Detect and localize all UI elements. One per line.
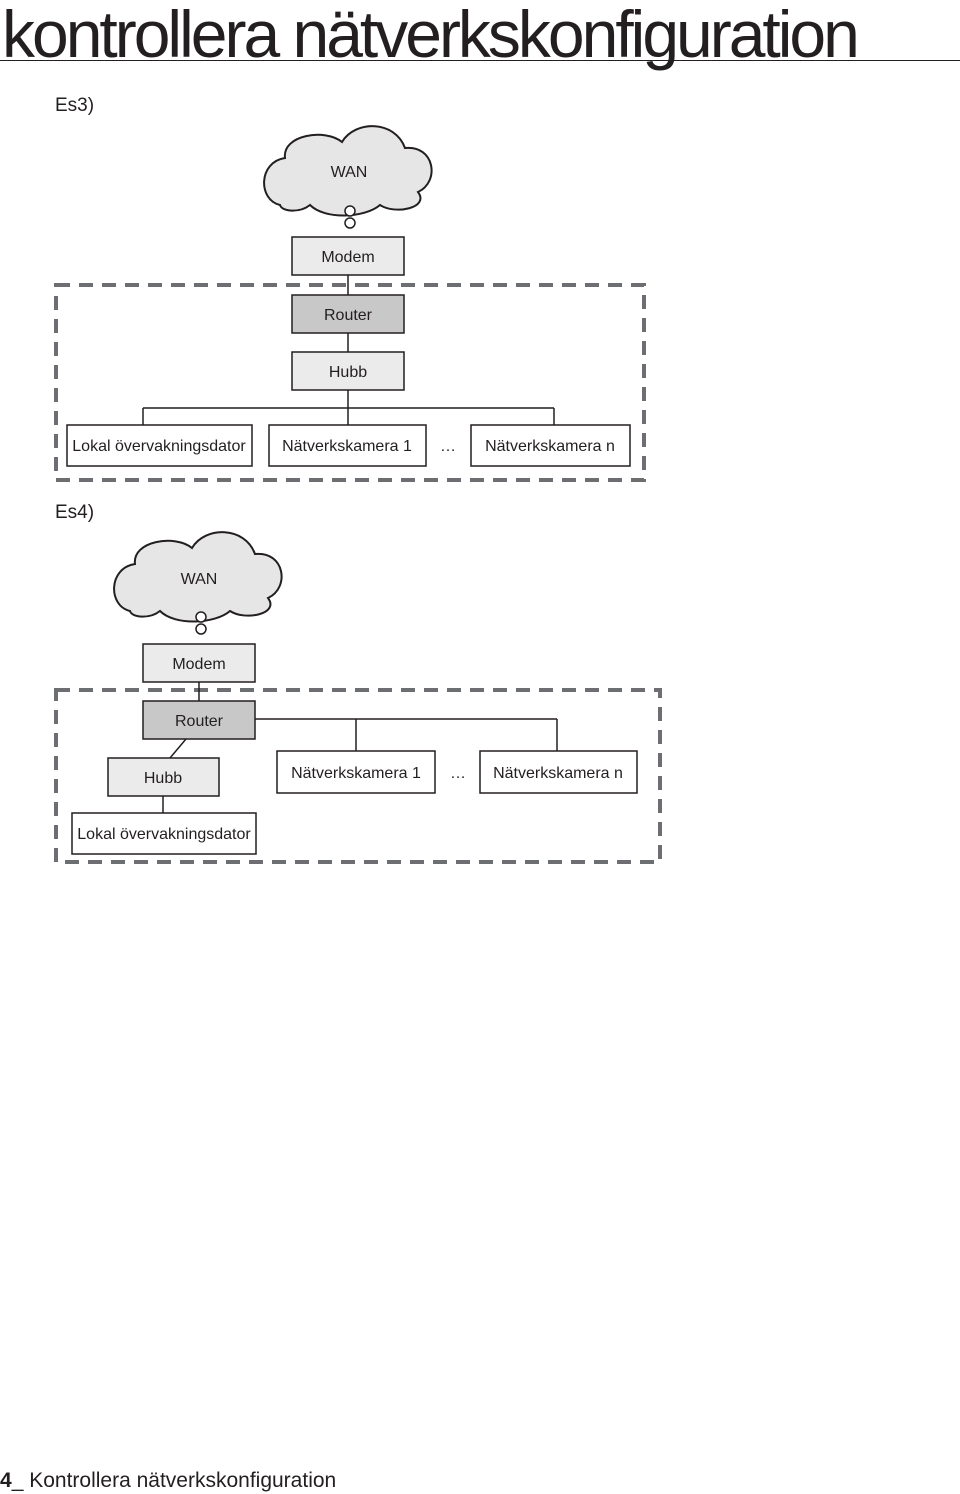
router-label: Router (175, 713, 224, 730)
modem-box (142, 643, 256, 683)
camera-1-label: Nätverkskamera 1 (282, 438, 412, 455)
router-box (142, 700, 256, 740)
diagram-es4: WAN Modem Router Hubb Nätverkskamera 1 …… (54, 531, 662, 864)
camera-1-box (268, 424, 427, 467)
wan-link-circle-upper (344, 205, 356, 217)
router-hub-link (169, 738, 187, 759)
example-label-es4: Es4) (55, 502, 95, 523)
wan-link-circle-upper (195, 611, 207, 623)
camera-1-label: Nätverkskamera 1 (291, 765, 421, 782)
modem-label: Modem (172, 656, 225, 673)
diagram-es3: WAN Modem Router Hubb Lokal övervaknings… (54, 125, 646, 482)
wan-cloud-icon (113, 531, 283, 623)
footer-section-title: Kontrollera nätverkskonfiguration (23, 1469, 337, 1492)
hub-label: Hubb (144, 770, 182, 787)
hub-label: Hubb (329, 364, 367, 381)
camera-n-label: Nätverkskamera n (485, 438, 615, 455)
wan-label: WAN (181, 571, 218, 588)
example-label-es3: Es3) (55, 95, 95, 116)
local-pc-label: Lokal övervakningsdator (77, 826, 251, 843)
local-network-boundary (54, 688, 662, 864)
camera-ellipsis: … (450, 765, 466, 782)
hub-box (107, 757, 220, 797)
camera-n-label: Nätverkskamera n (493, 765, 623, 782)
local-pc-box (71, 812, 257, 855)
wan-cloud-icon (263, 125, 433, 217)
local-pc-label: Lokal övervakningsdator (72, 438, 246, 455)
router-box (291, 294, 405, 334)
camera-n-box (470, 424, 631, 467)
modem-label: Modem (321, 249, 374, 266)
camera-1-box (276, 750, 436, 794)
local-pc-box (66, 424, 253, 467)
camera-n-box (479, 750, 638, 794)
router-label: Router (324, 307, 373, 324)
wan-link-circle-lower (195, 623, 207, 635)
wan-link-circle-lower (344, 217, 356, 229)
camera-ellipsis: … (440, 438, 456, 455)
page-number: 4 (0, 1469, 12, 1492)
wan-label: WAN (331, 164, 368, 181)
page-number-separator: _ (11, 1469, 24, 1492)
page-footer: 4_ Kontrollera nätverkskonfiguration (0, 1468, 336, 1494)
title-rule (0, 60, 960, 61)
page-title: kontrollera nätverkskonfiguration (2, 0, 860, 71)
